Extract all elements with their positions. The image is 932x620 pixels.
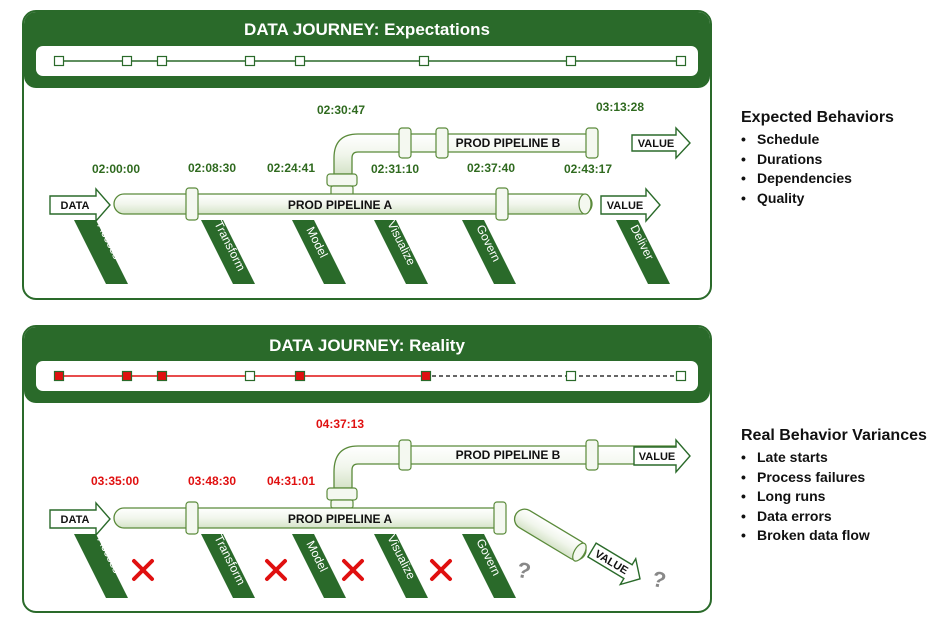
expected-behaviors-title: Expected Behaviors bbox=[741, 109, 894, 126]
reality-title: DATA JOURNEY: Reality bbox=[269, 336, 465, 355]
timeline-node bbox=[675, 55, 687, 67]
real-variances-title: Real Behavior Variances bbox=[741, 427, 927, 444]
list-item: •Schedule bbox=[741, 131, 820, 147]
timeline-node bbox=[418, 55, 430, 67]
list-item: •Data errors bbox=[741, 507, 832, 524]
timeline-node-failed bbox=[53, 370, 65, 382]
timeline-node bbox=[294, 55, 306, 67]
timeline-node-failed bbox=[121, 370, 133, 382]
timeline-node bbox=[675, 370, 687, 382]
timeline-node-failed bbox=[420, 370, 432, 382]
real-variances-list: •Late starts •Process failures •Long run… bbox=[741, 448, 870, 546]
timeline-node bbox=[565, 370, 577, 382]
timeline-node bbox=[244, 55, 256, 67]
timeline-node bbox=[244, 370, 256, 382]
list-item: •Late starts bbox=[741, 449, 828, 465]
list-item: •Long runs bbox=[741, 488, 826, 504]
reality-timeline-graphic bbox=[53, 370, 687, 382]
expectations-title: DATA JOURNEY: Expectations bbox=[244, 20, 490, 39]
timeline-node-failed bbox=[294, 370, 306, 382]
expectations-panel: DATA JOURNEY: Expectations bbox=[22, 10, 712, 300]
timeline-node bbox=[565, 55, 577, 67]
timeline-node bbox=[156, 55, 168, 67]
timeline-node-failed bbox=[156, 370, 168, 382]
timeline-node bbox=[53, 55, 65, 67]
expectations-header: DATA JOURNEY: Expectations bbox=[24, 12, 710, 88]
expected-timeline-graphic bbox=[53, 55, 687, 67]
list-item: •Process failures bbox=[741, 468, 866, 485]
reality-panel: DATA JOURNEY: Reality bbox=[22, 325, 712, 613]
list-item: •Durations bbox=[741, 150, 823, 167]
reality-header: DATA JOURNEY: Reality bbox=[24, 327, 710, 403]
timeline-node bbox=[121, 55, 133, 67]
expected-behaviors-list: •Schedule •Durations •Dependencies •Qual… bbox=[741, 130, 852, 208]
list-item: •Dependencies bbox=[741, 170, 852, 186]
list-item: •Quality bbox=[741, 189, 805, 206]
reality-timeline bbox=[36, 361, 698, 391]
list-item: •Broken data flow bbox=[741, 527, 870, 543]
expected-timeline bbox=[36, 46, 698, 76]
